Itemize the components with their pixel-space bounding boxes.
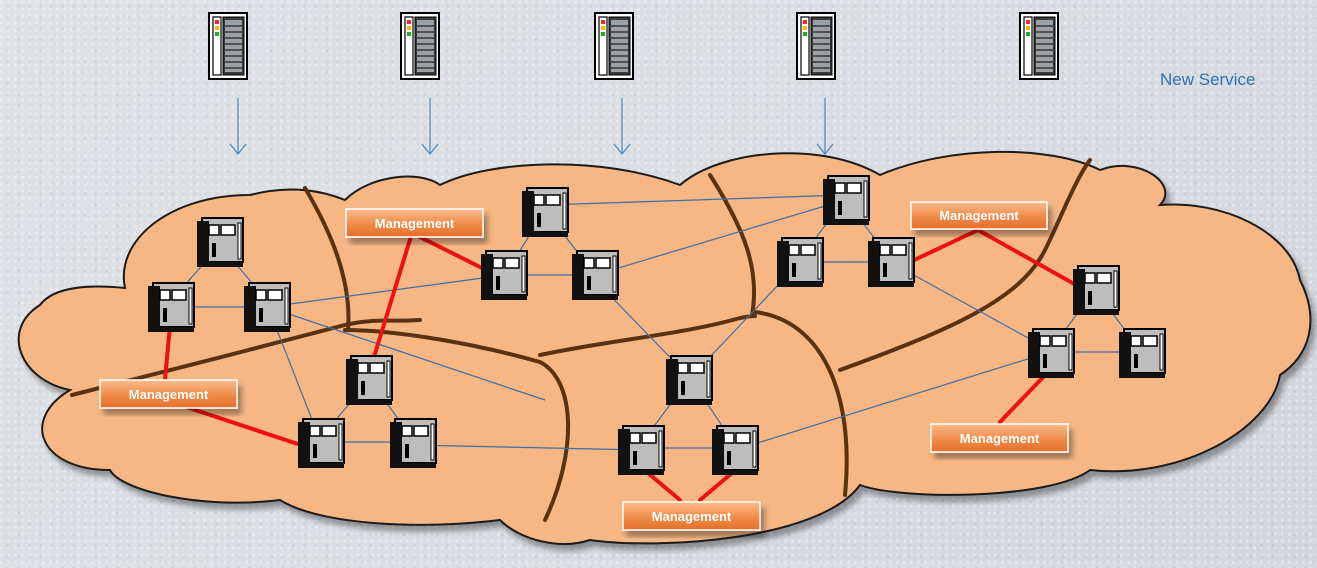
service-servers xyxy=(208,12,1059,80)
service-arrows xyxy=(229,98,834,155)
network-node-icon xyxy=(345,355,393,406)
tower-server-icon xyxy=(208,12,248,80)
tower-server-icon xyxy=(1019,12,1059,80)
service-arrow xyxy=(421,98,439,155)
network-node-icon xyxy=(243,282,291,333)
network-node-icon xyxy=(147,282,195,333)
domain-border xyxy=(303,186,351,332)
new-service-label: New Service xyxy=(1160,70,1256,89)
network-node-icon xyxy=(1027,328,1075,379)
tower-server-icon xyxy=(796,12,836,80)
management-link xyxy=(908,228,980,264)
management-label: Management xyxy=(652,509,732,524)
management-label: Management xyxy=(129,387,209,402)
network-link xyxy=(889,261,1051,351)
network-link xyxy=(594,199,846,276)
tower-server-icon xyxy=(400,12,440,80)
management-label: Management xyxy=(939,208,1019,223)
domain-border xyxy=(343,328,570,522)
network-link xyxy=(734,351,1051,451)
network-node-icon xyxy=(571,250,619,301)
network-node-icon xyxy=(389,418,437,469)
service-arrow xyxy=(816,98,834,155)
management-box: Management xyxy=(622,501,761,531)
network-node-icon xyxy=(665,355,713,406)
management-link xyxy=(368,231,414,372)
network-node-icon xyxy=(776,237,824,288)
service-arrow xyxy=(229,98,247,155)
network-link xyxy=(411,444,641,451)
network-link xyxy=(267,274,506,308)
tower-server-icon xyxy=(594,12,634,80)
network-node-icon xyxy=(822,175,870,226)
network-node-icon xyxy=(1072,265,1120,316)
management-label: Management xyxy=(960,431,1040,446)
network-node-icon xyxy=(196,217,244,268)
network-node-icon xyxy=(867,237,915,288)
management-link xyxy=(163,323,172,382)
management-link xyxy=(998,368,1052,424)
domain-border xyxy=(753,310,849,497)
management-link xyxy=(410,231,492,274)
network-node-icon xyxy=(297,418,345,469)
network-link xyxy=(267,306,546,401)
network-node-icon xyxy=(480,250,528,301)
management-box: Management xyxy=(930,423,1069,453)
management-link xyxy=(976,228,1087,292)
domain-border xyxy=(708,173,757,317)
management-box: Management xyxy=(99,379,238,409)
network-link xyxy=(544,194,846,206)
management-box: Management xyxy=(345,208,484,238)
network-node-icon xyxy=(617,425,665,476)
service-arrow xyxy=(613,98,631,155)
management-label: Management xyxy=(375,216,455,231)
network-node-icon xyxy=(1118,328,1166,379)
network-node-icon xyxy=(711,425,759,476)
network-node-icon xyxy=(521,187,569,238)
management-box: Management xyxy=(910,201,1048,230)
